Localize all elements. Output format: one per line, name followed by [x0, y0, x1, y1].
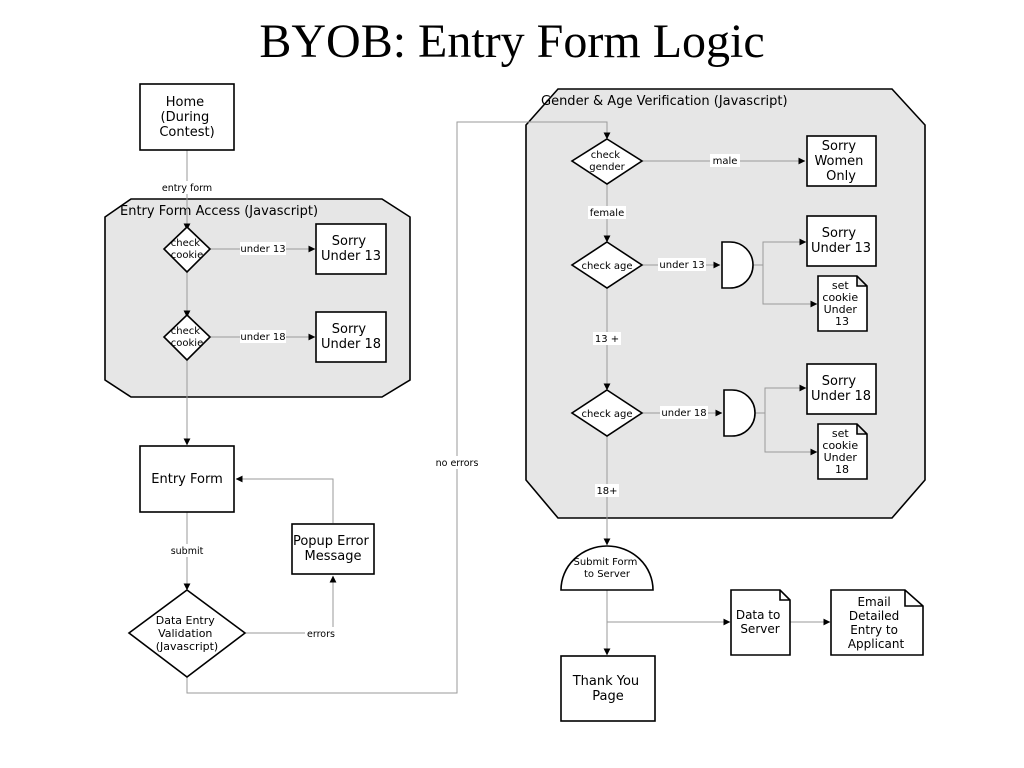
home-node — [139, 83, 235, 151]
set-cookie-18-document — [817, 423, 868, 480]
edge-label-no-errors: no errors — [436, 458, 479, 469]
data-to-server-label: Data to Server — [736, 608, 784, 636]
edge-label-female: female — [590, 208, 624, 219]
entry-form-label: Entry Form — [151, 472, 222, 487]
edge-labels: entry form under 13 under 18 submit erro… — [160, 154, 740, 640]
check-cookie-1-decision — [162, 225, 212, 274]
sorry-under-13-left-node — [315, 223, 387, 275]
page-title: BYOB: Entry Form Logic — [259, 15, 765, 68]
check-cookie-1-label: check cookie — [171, 238, 203, 261]
thank-you-page-label: Thank You Page — [572, 674, 644, 704]
check-age-1-decision — [570, 241, 644, 289]
sorry-women-only-label: Sorry Women Only — [814, 139, 867, 184]
entry-form-node — [139, 445, 235, 513]
data-entry-validation-decision — [127, 589, 247, 679]
check-gender-decision — [570, 138, 644, 185]
decision-split-13-shape — [721, 241, 754, 289]
submit-form-label: Submit Form to Server — [573, 557, 640, 580]
submit-form-node — [560, 545, 654, 591]
edge-label-errors: errors — [307, 629, 335, 640]
data-to-server-document — [730, 589, 791, 656]
email-applicant-label: Email Detailed Entry to Applicant — [848, 595, 905, 651]
edge-label-submit: submit — [171, 546, 204, 557]
email-applicant-document — [830, 589, 924, 656]
check-age-2-label: check age — [581, 409, 632, 420]
edge-label-under-13-right: under 13 — [659, 260, 704, 271]
check-cookie-2-decision — [162, 313, 212, 362]
edge-label-entry-form: entry form — [162, 183, 212, 194]
sorry-under-13-right-label: Sorry Under 13 — [811, 226, 871, 256]
check-cookie-2-label: check cookie — [171, 326, 203, 349]
set-cookie-13-document — [817, 275, 868, 332]
home-node-label: Home (During Contest) — [159, 95, 214, 140]
edge-label-18-plus: 18+ — [596, 486, 617, 497]
entry-form-access-region-label: Entry Form Access (Javascript) — [120, 204, 318, 219]
set-cookie-13-label: set cookie Under 13 — [822, 279, 861, 328]
data-entry-validation-label: Data Entry Validation (Javascript) — [156, 614, 219, 653]
edge-label-13-plus: 13 + — [595, 334, 619, 345]
sorry-women-only-node — [806, 135, 877, 187]
check-gender-label: check gender — [589, 150, 625, 173]
sorry-under-13-right-node — [806, 215, 877, 267]
edge-label-under-13-left: under 13 — [240, 244, 285, 255]
decision-split-18-shape — [723, 389, 756, 437]
thank-you-page-node — [560, 655, 656, 722]
edge-label-under-18-left: under 18 — [240, 332, 285, 343]
check-age-2-decision — [570, 389, 644, 437]
sorry-under-18-left-label: Sorry Under 18 — [321, 322, 381, 352]
gender-age-verification-region-label: Gender & Age Verification (Javascript) — [541, 94, 788, 109]
sorry-under-18-left-node — [315, 311, 387, 363]
sorry-under-18-right-node — [806, 363, 877, 415]
set-cookie-18-label: set cookie Under 18 — [822, 427, 861, 476]
sorry-under-13-left-label: Sorry Under 13 — [321, 234, 381, 264]
edge-label-under-18-right: under 18 — [661, 408, 706, 419]
sorry-under-18-right-label: Sorry Under 18 — [811, 374, 871, 404]
edge-label-male: male — [713, 156, 738, 167]
check-age-1-label: check age — [581, 261, 632, 272]
popup-error-node — [291, 523, 375, 575]
popup-error-label: Popup Error Message — [293, 534, 373, 564]
